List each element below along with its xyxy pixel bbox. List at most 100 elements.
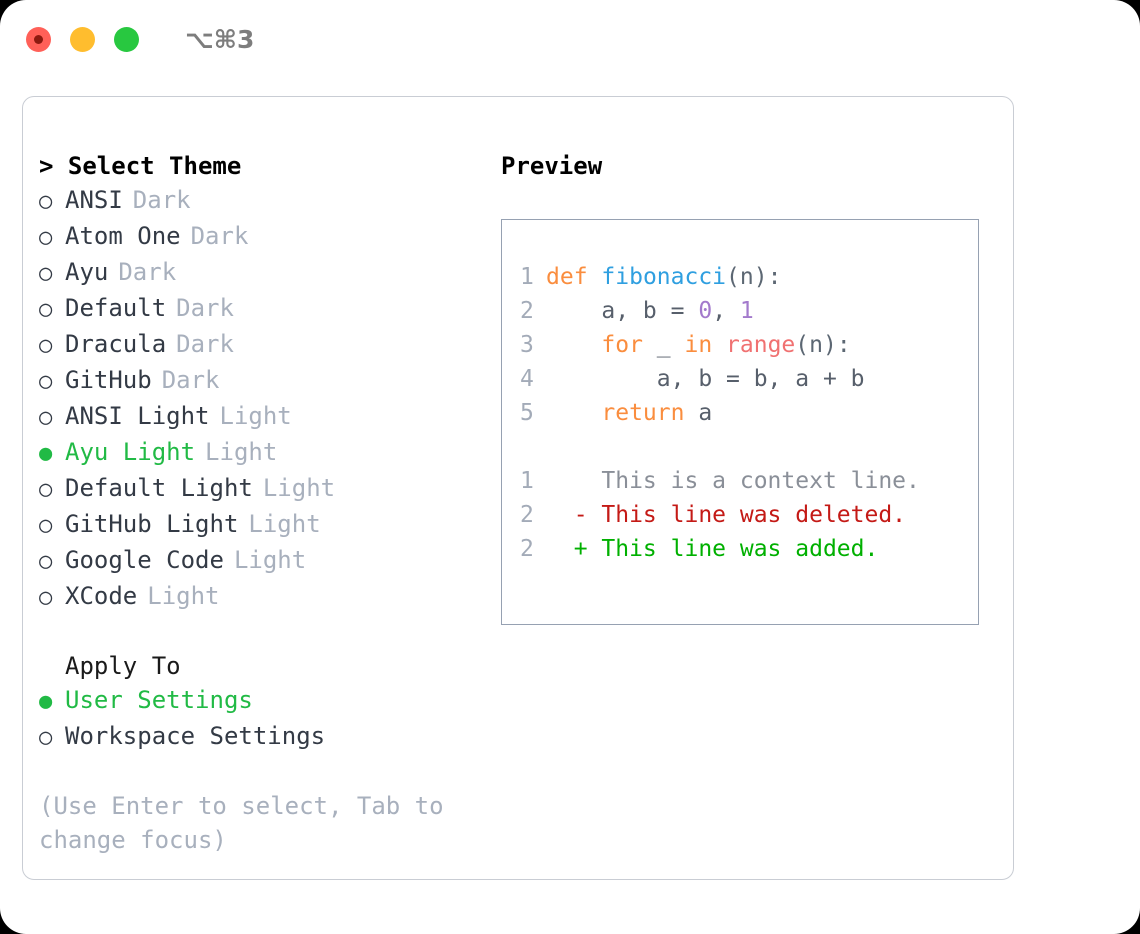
code-token: return xyxy=(601,400,685,426)
diff-line-add: 2 + This line was added. xyxy=(520,532,978,566)
minimize-window-icon[interactable] xyxy=(70,26,95,52)
theme-option-label: XCode xyxy=(65,582,138,610)
theme-variant-tag: Dark xyxy=(176,294,234,322)
code-token: (n): xyxy=(726,264,782,290)
zoom-window-icon[interactable] xyxy=(114,26,139,52)
radio-unselected-icon: ○ xyxy=(39,513,53,538)
theme-option-ayu-light[interactable]: ● Ayu Light Light xyxy=(39,435,489,471)
keyboard-hint-text: (Use Enter to select, Tab to change focu… xyxy=(39,792,444,854)
theme-variant-tag: Light xyxy=(205,438,278,466)
theme-variant-tag: Light xyxy=(248,510,321,538)
theme-option-label: Default Light xyxy=(65,474,253,502)
apply-option-workspace-settings[interactable]: ○ Workspace Settings xyxy=(39,719,489,755)
code-token: , xyxy=(712,298,740,324)
theme-variant-tag: Dark xyxy=(161,366,220,394)
code-token xyxy=(546,332,601,358)
diff-line-text: This is a context line. xyxy=(546,468,920,494)
radio-unselected-icon: ○ xyxy=(39,333,53,358)
radio-unselected-icon: ○ xyxy=(39,189,53,214)
theme-option-label: Dracula xyxy=(65,330,167,358)
theme-option-xcode[interactable]: ○ XCode Light xyxy=(39,579,489,615)
radio-unselected-icon: ○ xyxy=(39,725,53,750)
line-number: 1 xyxy=(520,264,534,290)
code-token: range xyxy=(726,332,796,358)
theme-variant-tag: Light xyxy=(147,582,220,610)
radio-unselected-icon: ○ xyxy=(39,225,53,250)
radio-unselected-icon: ○ xyxy=(39,549,53,574)
line-number: 2 xyxy=(520,298,534,324)
code-token: for xyxy=(601,332,643,358)
theme-option-label: Google Code xyxy=(65,546,224,574)
theme-option-label: Ayu Light xyxy=(65,438,196,466)
code-token: a xyxy=(684,400,713,426)
line-number: 3 xyxy=(520,332,534,358)
theme-option-ansi-light[interactable]: ○ ANSI Light Light xyxy=(39,399,489,435)
apply-to-list: ● User Settings ○ Workspace Settings xyxy=(39,683,489,755)
radio-unselected-icon: ○ xyxy=(39,477,53,502)
radio-selected-icon: ● xyxy=(39,689,53,714)
code-token: fibonacci xyxy=(601,264,727,290)
diff-line-ctx: 1 This is a context line. xyxy=(520,464,978,498)
theme-option-label: ANSI xyxy=(65,186,123,214)
code-token: 0 xyxy=(698,298,713,324)
radio-unselected-icon: ○ xyxy=(39,369,53,394)
theme-variant-tag: Dark xyxy=(190,222,249,250)
radio-selected-icon: ● xyxy=(39,441,53,466)
code-token: _ xyxy=(642,332,685,358)
theme-variant-tag: Dark xyxy=(118,258,177,286)
theme-option-label: ANSI Light xyxy=(65,402,210,430)
apply-option-label: User Settings xyxy=(65,686,253,714)
theme-option-default-light[interactable]: ○ Default Light Light xyxy=(39,471,489,507)
line-number: 4 xyxy=(520,366,534,392)
traffic-lights xyxy=(26,26,139,52)
theme-option-ayu[interactable]: ○ Ayu Dark xyxy=(39,255,489,291)
theme-variant-tag: Light xyxy=(219,402,292,430)
theme-variant-tag: Dark xyxy=(176,330,234,358)
code-token: 1 xyxy=(739,298,754,324)
radio-unselected-icon: ○ xyxy=(39,261,53,286)
code-token xyxy=(712,332,726,358)
diff-sample: 1 This is a context line.2 - This line w… xyxy=(520,464,978,566)
line-number: 5 xyxy=(520,400,534,426)
theme-option-google-code[interactable]: ○ Google Code Light xyxy=(39,543,489,579)
diff-line-text: - This line was deleted. xyxy=(546,502,907,528)
close-window-icon[interactable] xyxy=(26,26,51,52)
theme-variant-tag: Light xyxy=(262,474,336,502)
radio-unselected-icon: ○ xyxy=(39,297,53,322)
code-line: 2 a, b = 0, 1 xyxy=(520,294,978,328)
select-theme-heading: > Select Theme xyxy=(39,152,242,180)
apply-option-label: Workspace Settings xyxy=(65,722,326,750)
radio-unselected-icon: ○ xyxy=(39,585,53,610)
theme-variant-tag: Dark xyxy=(132,186,191,214)
code-token: a, b = xyxy=(546,298,699,324)
apply-option-user-settings[interactable]: ● User Settings xyxy=(39,683,489,719)
keyboard-shortcut-label: ⌥⌘3 xyxy=(185,24,255,54)
preview-heading: Preview xyxy=(501,152,603,180)
theme-option-ansi[interactable]: ○ ANSI Dark xyxy=(39,183,489,219)
code-token: a, b = b, a + b xyxy=(546,366,865,392)
theme-variant-tag: Light xyxy=(233,546,307,574)
apply-to-heading: Apply To xyxy=(65,652,181,680)
theme-option-default[interactable]: ○ Default Dark xyxy=(39,291,489,327)
theme-option-dracula[interactable]: ○ Dracula Dark xyxy=(39,327,489,363)
diff-line-text: + This line was added. xyxy=(546,536,879,562)
code-line: 5 return a xyxy=(520,396,978,430)
code-line: 4 a, b = b, a + b xyxy=(520,362,978,396)
theme-option-label: GitHub xyxy=(65,366,152,394)
title-bar: ⌥⌘3 xyxy=(0,0,1140,78)
radio-unselected-icon: ○ xyxy=(39,405,53,430)
line-number: 2 xyxy=(520,536,534,562)
theme-option-label: Default xyxy=(65,294,167,322)
theme-option-github[interactable]: ○ GitHub Dark xyxy=(39,363,489,399)
theme-option-label: Ayu xyxy=(65,258,109,286)
diff-line-del: 2 - This line was deleted. xyxy=(520,498,978,532)
